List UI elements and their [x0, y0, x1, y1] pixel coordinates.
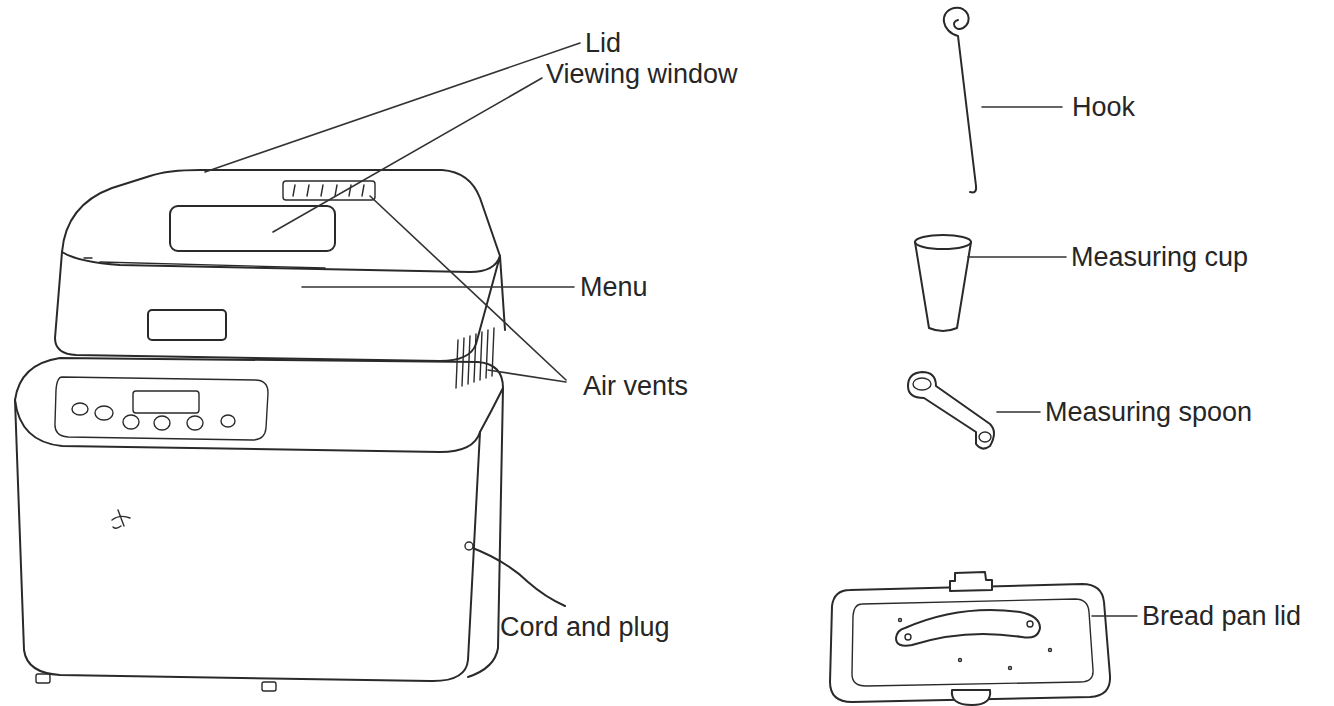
hole	[1049, 649, 1052, 652]
body-front-edge	[15, 400, 480, 452]
spoon-drawing	[908, 372, 994, 449]
vent-slot	[492, 328, 494, 376]
brand-logo	[112, 510, 130, 528]
machine-lid	[55, 170, 505, 361]
pan-lid-inner	[852, 599, 1093, 686]
panel-button	[95, 406, 113, 420]
hole	[959, 659, 962, 662]
vent-slot	[462, 338, 464, 386]
cord	[470, 547, 565, 606]
vent-slot	[293, 185, 295, 196]
vent-slot	[480, 332, 482, 380]
leader-line	[997, 411, 1040, 413]
vent-slot	[321, 185, 323, 196]
cup-drawing	[915, 235, 971, 331]
hole	[899, 619, 902, 622]
vent-slot	[307, 185, 309, 196]
panel-button	[72, 403, 88, 415]
cord-exit	[465, 542, 473, 550]
leader-line	[488, 370, 566, 382]
rivet	[905, 634, 911, 640]
control-panel	[55, 377, 268, 440]
pan-lid-clip	[950, 572, 992, 591]
hook-drawing	[944, 8, 976, 193]
part-label: Air vents	[583, 370, 688, 402]
spoon	[908, 372, 994, 449]
panel-button	[221, 415, 235, 427]
vent-slot	[468, 336, 470, 384]
top-vents	[283, 181, 375, 200]
hole	[1009, 667, 1012, 670]
leader-line	[302, 286, 574, 288]
leader-line	[968, 256, 1066, 258]
leader-line	[982, 106, 1062, 108]
leader-line	[370, 196, 566, 380]
panel-button	[187, 416, 203, 430]
cup-rim	[915, 235, 971, 249]
viewing-window	[170, 206, 335, 251]
panel-button	[123, 415, 139, 429]
pan-lid-drawing	[830, 572, 1110, 705]
panel-button	[154, 416, 170, 430]
leader-line	[273, 78, 542, 232]
part-label: Cord and plug	[500, 611, 670, 643]
lid-display	[148, 310, 226, 340]
spoon-bowl	[913, 378, 931, 390]
cup-body	[915, 242, 971, 331]
vent-slot	[362, 185, 364, 196]
body-top-edge	[15, 358, 503, 400]
pan-lid-handle	[896, 610, 1040, 646]
hook	[944, 8, 976, 193]
machine-body	[15, 328, 565, 691]
part-label: Measuring spoon	[1045, 396, 1252, 428]
leader-lines	[205, 43, 1137, 616]
part-label: Bread pan lid	[1142, 600, 1301, 632]
vent-slot	[335, 185, 337, 196]
pan-lid-outline	[830, 584, 1110, 702]
foot	[36, 674, 50, 683]
part-label: Lid	[585, 27, 621, 59]
leader-line	[1092, 615, 1137, 617]
menu-strip	[84, 258, 325, 268]
pan-lid-tab	[952, 690, 990, 705]
part-label: Hook	[1072, 91, 1135, 123]
rivet	[1027, 621, 1033, 627]
foot	[262, 682, 276, 691]
spoon-bowl	[979, 432, 991, 442]
part-label: Menu	[580, 271, 648, 303]
body-front	[15, 400, 480, 681]
panel-display	[133, 391, 199, 413]
part-label: Viewing window	[546, 58, 738, 90]
body-side	[468, 388, 503, 677]
vent-slot	[486, 330, 488, 378]
vent-slot	[456, 340, 458, 388]
leader-line	[205, 43, 580, 172]
lid-front	[55, 252, 505, 361]
part-label: Measuring cup	[1071, 241, 1248, 273]
vent-slot	[474, 334, 476, 382]
